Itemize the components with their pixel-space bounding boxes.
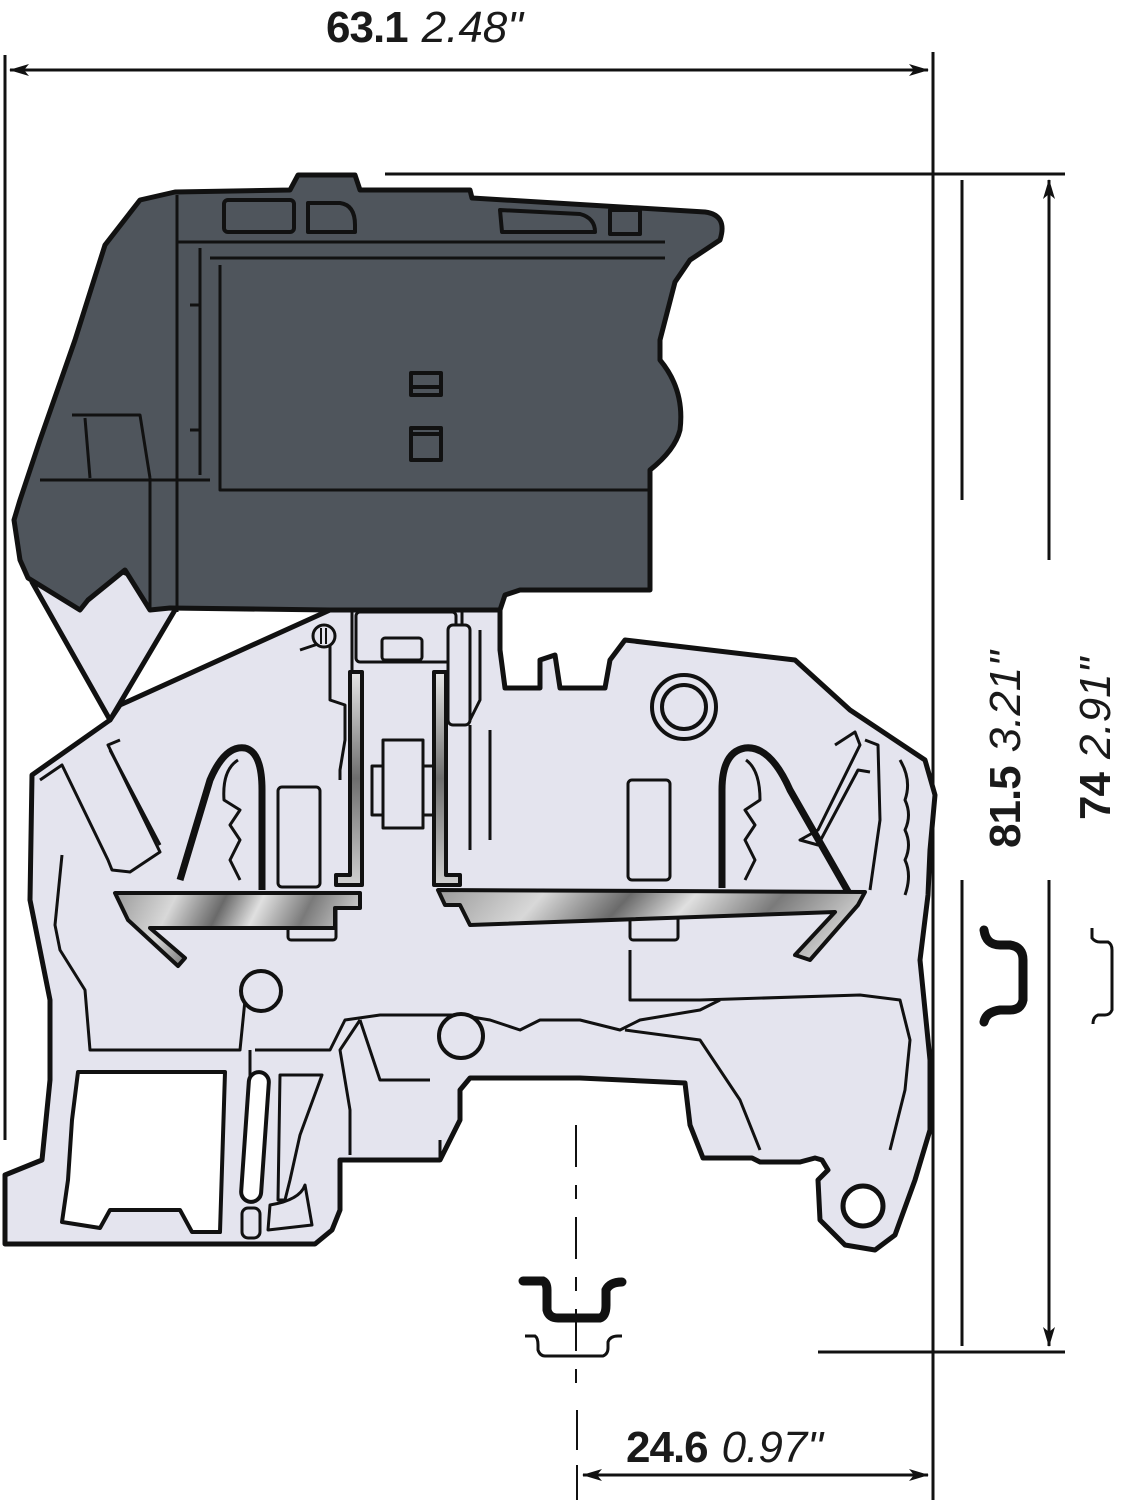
left-current-bar: [113, 891, 362, 968]
height-total-in: 3.21": [981, 651, 1030, 753]
height-total-dimension-label: 81.5 3.21": [980, 651, 1032, 848]
rail-offset-mm: 24.6: [626, 1423, 709, 1472]
left-clamp-spring: [176, 744, 266, 890]
width-in: 2.48": [421, 3, 523, 52]
fuse-carrier: [11, 172, 725, 723]
dimension-lines: [3, 52, 1065, 1500]
terminal-housing: [2, 607, 938, 1253]
din-rail-35x15-icon: [518, 925, 1028, 1323]
fuse-carrier-body: [11, 172, 725, 613]
height-total-mm: 81.5: [981, 766, 1030, 848]
housing-outline: [2, 607, 938, 1253]
din-rail-35x7.5-icon: [525, 928, 1114, 1358]
lower-left-window: [60, 1070, 227, 1234]
right-fuse-contact: [432, 670, 462, 887]
height-rail-dimension-label: 74 2.91": [1070, 658, 1122, 820]
height-rail-in: 2.91": [1071, 657, 1120, 760]
width-mm: 63.1: [326, 3, 409, 52]
rail-offset-in: 0.97": [721, 1423, 823, 1472]
height-rail-mm: 74: [1071, 773, 1120, 820]
right-foot-hole: [840, 1183, 886, 1229]
left-fuse-contact: [334, 670, 364, 887]
right-clamp-spring: [718, 744, 854, 897]
right-current-bar: [436, 888, 867, 962]
